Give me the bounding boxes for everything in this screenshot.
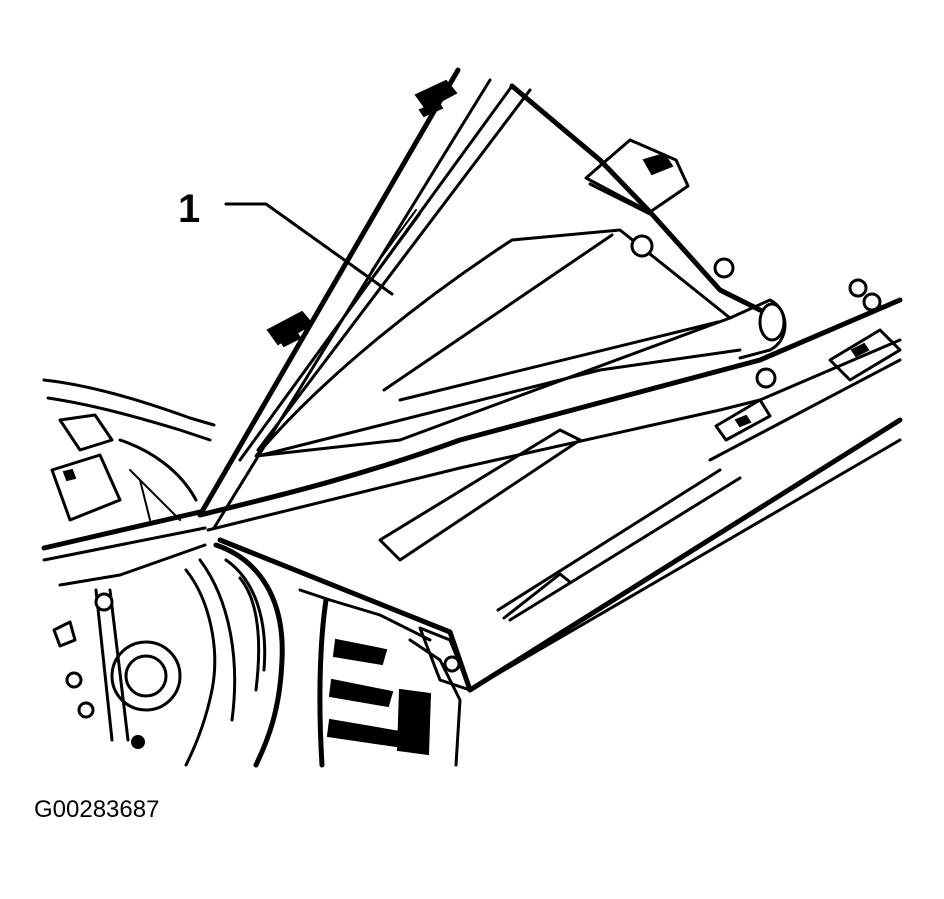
brace-panel-item-1 [197,67,903,693]
left-body-structure [41,378,216,562]
figure-code-label: G00283687 [34,796,160,823]
callout-1: 1 [178,187,394,296]
suspension-assembly [52,543,237,767]
wheel-tire [213,542,462,768]
callout-number-1: 1 [178,187,200,231]
callout-leader-line [224,202,394,296]
